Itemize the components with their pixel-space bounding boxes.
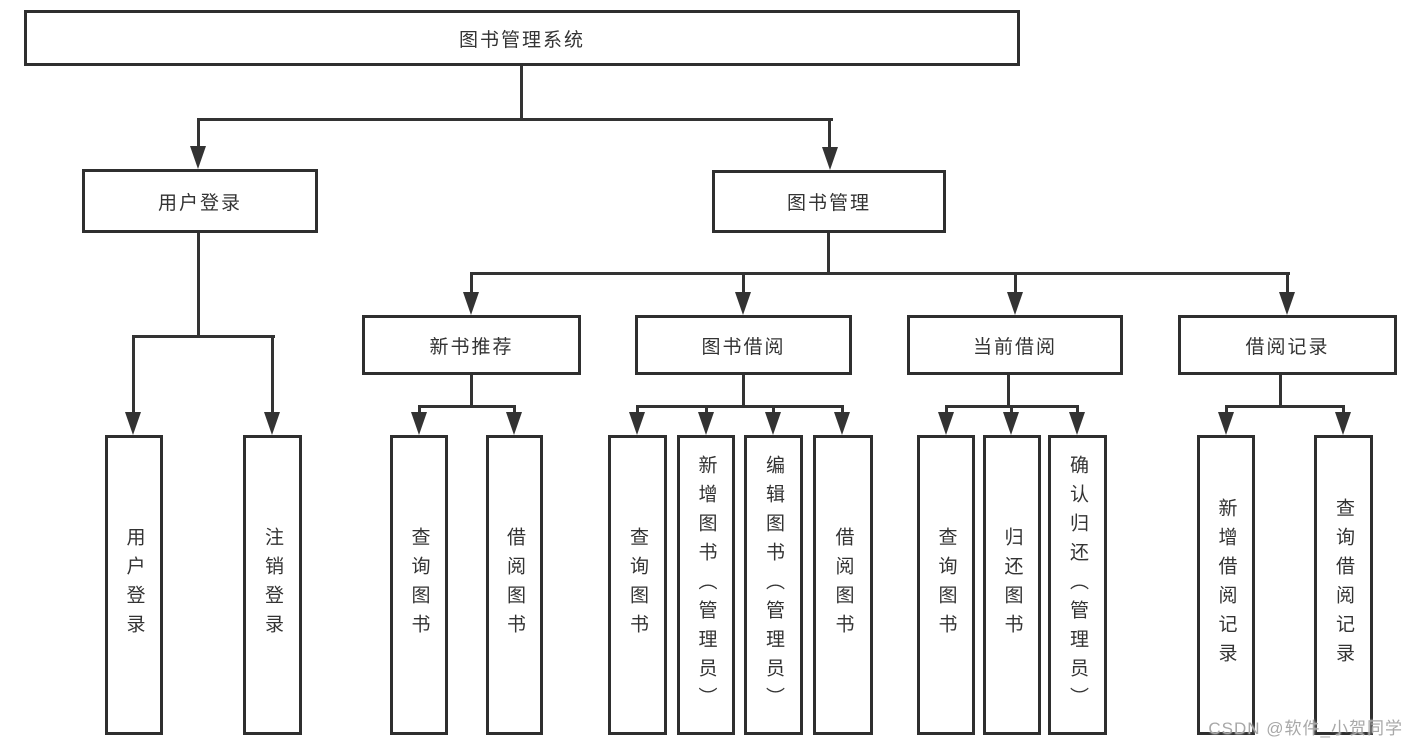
arrow-down-icon (411, 412, 427, 435)
node-label: 当前借阅 (972, 336, 1057, 358)
node-borrowing-records: 借阅记录 (1178, 315, 1397, 375)
connector-line (841, 405, 844, 417)
node-label: 借阅记录 (1245, 336, 1330, 358)
arrow-down-icon (822, 147, 838, 170)
node-label: 注销登录 (262, 527, 283, 643)
leaf-return-books: 归还图书 (983, 435, 1041, 735)
connector-line (1014, 272, 1017, 297)
leaf-query-books-current: 查询图书 (917, 435, 975, 735)
connector-line (1279, 375, 1282, 408)
arrow-down-icon (1218, 412, 1234, 435)
arrow-down-icon (190, 146, 206, 169)
node-label: 查询借阅记录 (1333, 498, 1354, 672)
connector-line (1007, 375, 1010, 408)
arrow-down-icon (1279, 292, 1295, 315)
connector-line (945, 405, 948, 417)
leaf-add-borrow-record: 新增借阅记录 (1197, 435, 1255, 735)
connector-line (705, 405, 708, 417)
leaf-add-books-admin: 新增图书（管理员） (677, 435, 735, 735)
connector-line (742, 375, 745, 408)
node-label: 图书管理系统 (458, 29, 585, 51)
node-label: 用户登录 (123, 527, 145, 643)
node-label: 新增借阅记录 (1215, 498, 1237, 672)
node-label: 查询图书 (408, 527, 430, 643)
leaf-query-books-recommend: 查询图书 (390, 435, 448, 735)
node-book-borrowing: 图书借阅 (635, 315, 852, 375)
node-label: 查询图书 (935, 527, 957, 643)
connector-line (197, 118, 833, 121)
connector-line (470, 272, 1290, 275)
node-user-login: 用户登录 (82, 169, 318, 233)
connector-line (1286, 272, 1289, 297)
connector-line (197, 233, 200, 338)
leaf-logout: 注销登录 (243, 435, 302, 735)
node-label: 借阅图书 (504, 527, 525, 643)
node-label: 借阅图书 (832, 527, 854, 643)
node-label: 图书管理 (786, 193, 871, 214)
csdn-watermark: CSDN @软件_小贺同学 (1208, 719, 1403, 738)
arrow-down-icon (1335, 412, 1351, 435)
connector-line (742, 272, 745, 297)
connector-line (772, 405, 775, 417)
connector-line (513, 405, 516, 417)
connector-line (1225, 405, 1345, 408)
arrow-down-icon (506, 412, 522, 435)
node-label: 图书借阅 (701, 336, 786, 358)
connector-line (197, 118, 200, 151)
arrow-down-icon (463, 292, 479, 315)
leaf-user-login: 用户登录 (105, 435, 163, 735)
connector-line (418, 405, 421, 417)
arrow-down-icon (735, 292, 751, 315)
node-label: 编辑图书（管理员） (763, 454, 784, 716)
arrow-down-icon (698, 412, 714, 435)
leaf-query-books-borrowing: 查询图书 (608, 435, 667, 735)
node-label: 新书推荐 (429, 336, 514, 358)
node-new-book-recommend: 新书推荐 (362, 315, 581, 375)
connector-line (828, 118, 831, 151)
connector-line (1225, 405, 1228, 417)
connector-line (418, 405, 516, 408)
leaf-borrow-books-recommend: 借阅图书 (486, 435, 543, 735)
arrow-down-icon (1069, 412, 1085, 435)
connector-line (132, 335, 135, 415)
node-library-management-system: 图书管理系统 (24, 10, 1020, 66)
node-book-management: 图书管理 (712, 170, 946, 233)
connector-line (636, 405, 844, 408)
node-current-borrowing: 当前借阅 (907, 315, 1123, 375)
connector-line (132, 335, 275, 338)
arrow-down-icon (1007, 292, 1023, 315)
leaf-borrow-books: 借阅图书 (813, 435, 873, 735)
connector-line (1342, 405, 1345, 417)
arrow-down-icon (1003, 412, 1019, 435)
connector-line (636, 405, 639, 417)
connector-line (1076, 405, 1079, 417)
leaf-confirm-return-admin: 确认归还（管理员） (1048, 435, 1107, 735)
node-label: 查询图书 (627, 527, 648, 643)
arrow-down-icon (765, 412, 781, 435)
node-label: 用户登录 (157, 192, 242, 214)
node-label: 归还图书 (1001, 527, 1023, 643)
arrow-down-icon (264, 412, 280, 435)
leaf-query-borrow-record: 查询借阅记录 (1314, 435, 1373, 735)
connector-line (470, 272, 473, 297)
node-label: 确认归还（管理员） (1067, 454, 1088, 716)
arrow-down-icon (938, 412, 954, 435)
connector-line (827, 233, 830, 275)
connector-line (1010, 405, 1013, 417)
connector-line (520, 66, 523, 121)
connector-line (470, 375, 473, 408)
arrow-down-icon (629, 412, 645, 435)
connector-line (271, 335, 274, 415)
node-label: 新增图书（管理员） (695, 454, 717, 716)
arrow-down-icon (834, 412, 850, 435)
leaf-edit-books-admin: 编辑图书（管理员） (744, 435, 803, 735)
arrow-down-icon (125, 412, 141, 435)
